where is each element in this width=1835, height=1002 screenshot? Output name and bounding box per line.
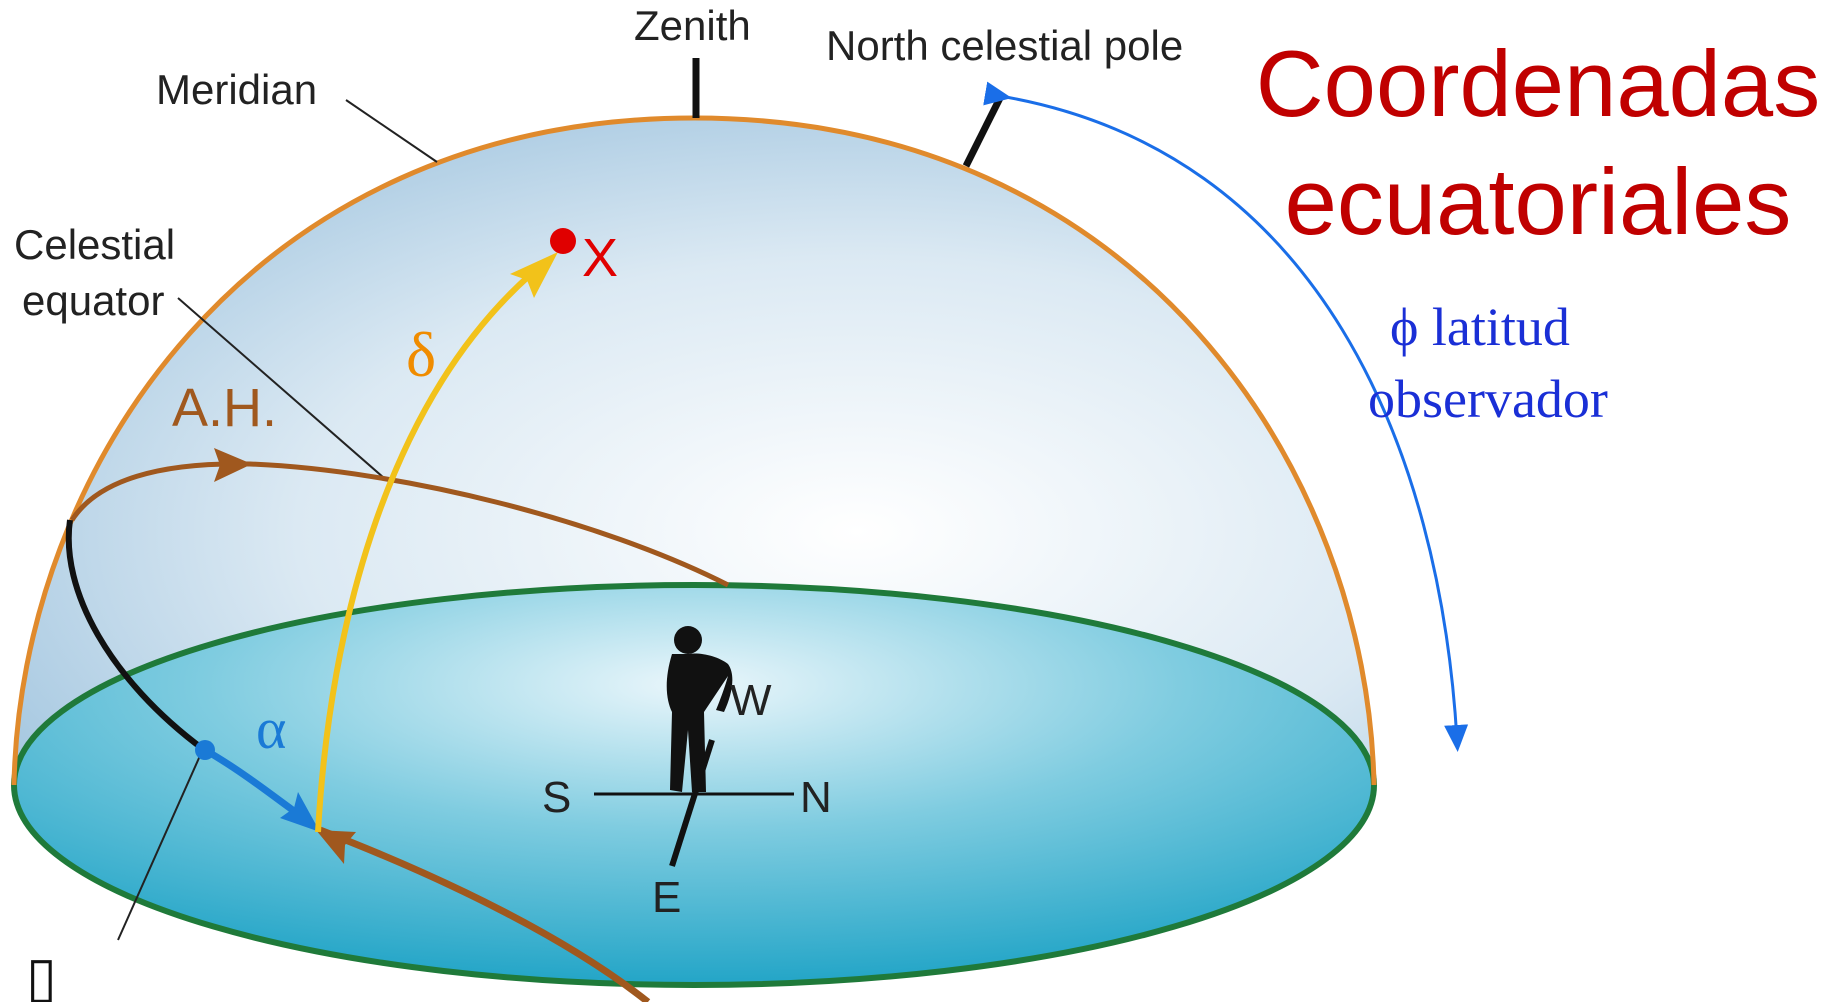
vernal-point-dot xyxy=(195,740,215,760)
equator-leader xyxy=(177,297,385,479)
hour-angle-label: A.H. xyxy=(172,378,277,438)
celestial-equator-label-line1: Celestial xyxy=(14,221,175,268)
equator-lower-arrow xyxy=(318,826,651,1002)
latitude-label-line2: observador xyxy=(1368,369,1608,429)
compass-e-line xyxy=(669,739,715,867)
hour-angle-arc xyxy=(69,461,730,588)
title-line2: ecuatoriales xyxy=(1285,149,1792,254)
title-line1: Coordenadas xyxy=(1256,31,1820,136)
declination-arc xyxy=(315,272,532,833)
zenith-label: Zenith xyxy=(634,2,751,49)
meridian-label: Meridian xyxy=(156,66,317,113)
vernal-point-label: ▯ xyxy=(26,945,57,1002)
star-label: X xyxy=(582,228,618,288)
celestial-equator-label-line2: equator xyxy=(22,277,164,324)
compass-north-label: N xyxy=(800,773,832,822)
compass-west-label: W xyxy=(730,676,772,725)
declination-arrowhead xyxy=(510,252,558,298)
equator-lower-arrowhead xyxy=(316,830,356,864)
declination-label: δ xyxy=(406,319,436,390)
compass-south-label: S xyxy=(542,773,571,822)
latitude-arc xyxy=(983,81,1469,752)
equator-segment-left xyxy=(65,519,205,752)
observer-figure xyxy=(666,626,733,792)
north-pole-tick xyxy=(962,92,1006,168)
latitude-label-line1: ϕ latitud xyxy=(1390,297,1570,357)
right-ascension-label: α xyxy=(256,696,286,761)
right-ascension-arrowhead xyxy=(280,792,320,832)
compass-east-label: E xyxy=(652,873,681,922)
hour-angle-arrowhead xyxy=(214,448,252,482)
star-dot xyxy=(550,228,576,254)
north-pole-label: North celestial pole xyxy=(826,22,1183,69)
meridian-leader xyxy=(345,99,438,163)
vernal-leader xyxy=(117,748,204,941)
